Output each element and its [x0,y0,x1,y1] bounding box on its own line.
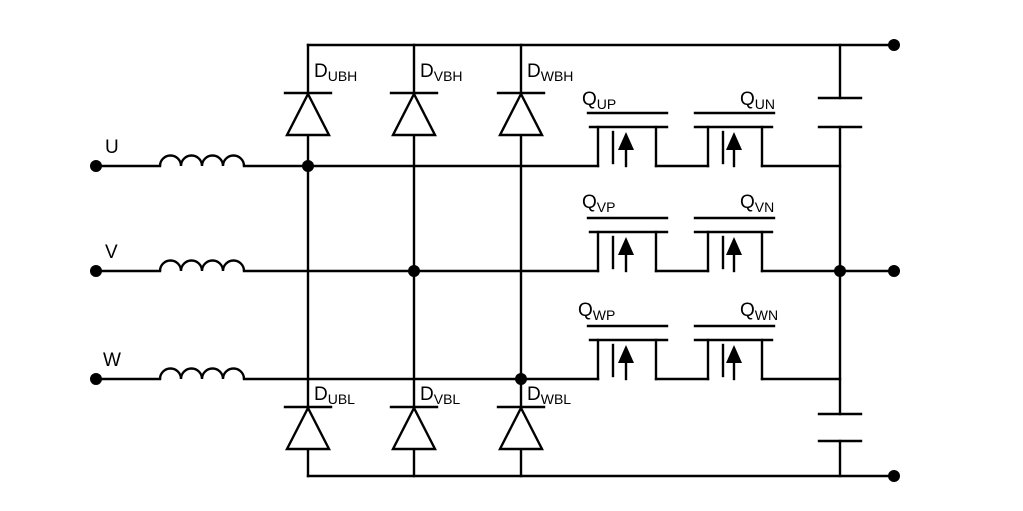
diode-label-dubh: DUBH [314,61,357,84]
diode-dwbl [496,405,546,451]
junction-dot [515,373,527,385]
transistor-qwp [586,324,710,381]
diode-label-dvbh: DVBH [420,61,463,84]
transistor-row-u [586,111,842,168]
bottom-rail-terminal [888,470,900,482]
transistor-label-qvp: QVP [582,192,615,215]
transistor-label-qwn: QWN [740,300,778,323]
inductor-v [158,259,246,272]
transistor-label-qun: QUN [740,89,775,112]
junction-dot [408,265,420,277]
inductor-u [158,154,246,167]
input-u-label: U [105,137,119,158]
diode-dvbh [389,91,439,137]
right-bus [817,43,900,478]
diode-label-dubl: DUBL [314,384,355,407]
junction-dot [302,160,314,172]
transistor-label-qup: QUP [582,89,616,112]
transistor-label-qwp: QWP [578,300,615,323]
transistor-qvp [586,216,710,273]
midpoint-junction [834,265,846,277]
transistor-qwn [693,324,842,381]
input-w-label: W [103,350,121,371]
transistor-qup [586,111,710,168]
transistor-qvn [693,216,842,273]
inductor-w [158,367,246,380]
input-v-label: V [105,242,118,263]
transistor-row-w [586,324,842,381]
diode-label-dvbl: DVBL [420,384,460,407]
diode-dvbl [389,405,439,451]
input-v-line [90,259,600,277]
top-rail-terminal [888,39,900,51]
diode-label-dwbh: DWBH [527,61,573,84]
transistor-qun [693,111,842,168]
midpoint-terminal [888,265,900,277]
input-w-line [90,367,600,385]
diode-dubl [283,405,333,451]
diode-dwbh [496,91,546,137]
diode-label-dwbl: DWBL [527,384,571,407]
transistor-label-qvn: QVN [740,192,774,215]
diode-dubh [283,91,333,137]
transistor-row-v [586,216,842,273]
